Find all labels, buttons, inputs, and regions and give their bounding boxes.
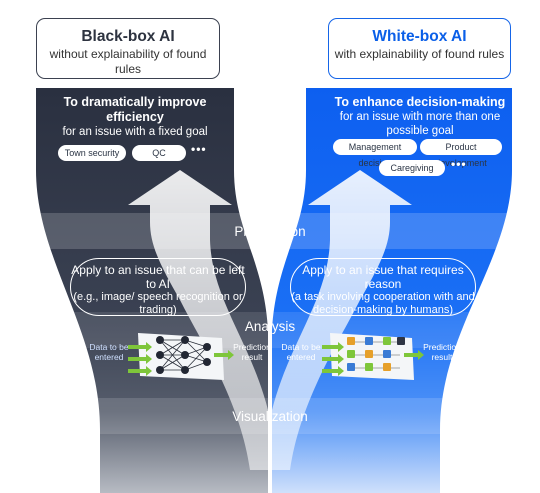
- black-box-apply-detail: (e.g., image/ speech recognition or trad…: [73, 291, 243, 316]
- tag-management-decision: Management decision: [333, 139, 417, 168]
- more-tags-ellipsis: •••: [451, 157, 467, 171]
- white-box-goal: To enhance decision-making for an issue …: [322, 95, 518, 138]
- tag-caregiving: Caregiving: [379, 160, 445, 176]
- white-box-subtitle: with explainability of found rules: [334, 47, 505, 61]
- black-box-goal-desc: for an issue with a fixed goal: [62, 126, 208, 138]
- white-box-apply-main: Apply to an issue that requires reason: [302, 263, 464, 291]
- black-box-goal-heading: To dramatically improve efficiency: [63, 95, 207, 124]
- black-box-subtitle: without explainability of found rules: [49, 47, 207, 76]
- black-box-ai-box: Black-box AI without explainability of f…: [36, 18, 220, 79]
- analysis-label: Analysis: [244, 319, 296, 334]
- black-box-title: Black-box AI: [81, 28, 175, 45]
- tag-qc: QC: [132, 145, 186, 161]
- left-rising-arrow: [128, 170, 268, 470]
- black-box-input-label: Data to be entered: [89, 342, 129, 362]
- right-rising-arrow: [272, 170, 412, 470]
- black-box-apply-main: Apply to an issue that can be left to AI: [71, 263, 245, 291]
- prescription-band: [0, 213, 540, 249]
- white-box-goal-desc: for an issue with more than one possible…: [339, 111, 501, 137]
- black-box-application-oval: Apply to an issue that can be left to AI…: [70, 258, 246, 316]
- white-box-application-oval: Apply to an issue that requires reason (…: [290, 258, 476, 316]
- tag-product-development: Product development: [420, 139, 502, 168]
- more-tags-ellipsis: •••: [191, 142, 207, 156]
- tag-town-security: Town security: [58, 145, 126, 161]
- white-box-apply-detail: (a task involving cooperation with and d…: [291, 291, 475, 316]
- visualization-label: Visualization: [232, 409, 308, 424]
- white-box-goal-heading: To enhance decision-making: [334, 95, 506, 109]
- black-box-goal: To dramatically improve efficiency for a…: [44, 95, 226, 139]
- visualization-band: [0, 398, 540, 434]
- black-box-funnel: [36, 88, 268, 493]
- white-box-ai-box: White-box AI with explainability of foun…: [328, 18, 511, 79]
- white-box-input-label: Data to be entered: [281, 342, 321, 362]
- black-box-output-label: Prediction result: [233, 342, 271, 362]
- analysis-band: [0, 312, 540, 348]
- white-box-title: White-box AI: [372, 28, 467, 45]
- prescription-label: Prescription: [234, 224, 306, 239]
- white-box-output-label: Prediction result: [423, 342, 461, 362]
